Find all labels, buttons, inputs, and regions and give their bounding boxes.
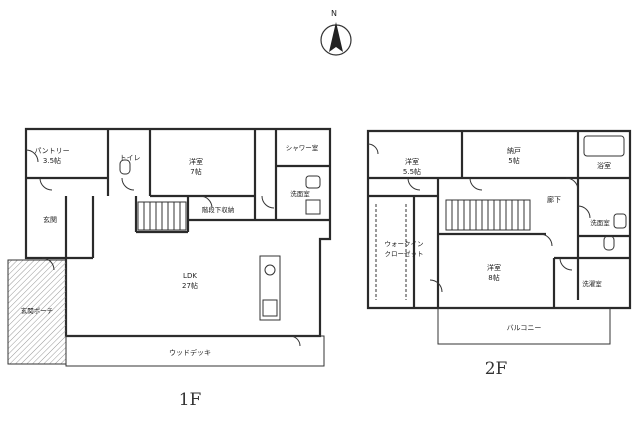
1f-interior-walls	[26, 129, 330, 260]
2f-doors	[367, 143, 591, 293]
2f-labels: 洋室 5.5帖 納戸 5帖 浴室 廊下 洗面室 ウォークイン クローゼット 洋室…	[385, 146, 612, 332]
corridor-label: 廊下	[547, 195, 561, 204]
western-room-size: 7帖	[190, 167, 201, 176]
pantry-label: パントリー	[34, 147, 69, 155]
washbasin-icon	[305, 175, 321, 189]
2f-interior-walls	[368, 131, 630, 308]
sink-icon	[264, 264, 276, 276]
western-room-label: 洋室	[189, 157, 203, 166]
1f-stairs	[137, 201, 187, 231]
ldk-label: LDK	[183, 272, 197, 280]
bathtub-icon	[583, 135, 625, 157]
compass-label: N	[331, 9, 337, 18]
1f-labels: パントリー 3.5帖 トイレ 洋室 7帖 シャワー室 洗面室 階段下収納 玄関 …	[21, 143, 319, 357]
laundry-label: 洗濯室	[582, 279, 602, 288]
balcony	[437, 307, 611, 345]
western-b-label: 洋室	[487, 263, 501, 272]
1f-fixtures	[119, 159, 321, 321]
washroom-label: 洗面室	[290, 189, 310, 198]
pantry-size: 3.5帖	[43, 156, 61, 165]
under-stairs-label: 階段下収納	[202, 205, 235, 214]
western-b-size: 8帖	[488, 273, 499, 282]
western-a-size: 5.5帖	[403, 167, 421, 176]
2f-stairs	[445, 199, 531, 231]
washer-icon	[305, 199, 321, 215]
deck-label: ウッドデッキ	[169, 348, 211, 357]
1f-doors	[25, 149, 301, 347]
north-arrow-icon	[329, 22, 343, 52]
entrance-label: 玄関	[43, 215, 57, 224]
floor-1f: パントリー 3.5帖 トイレ 洋室 7帖 シャワー室 洗面室 階段下収納 玄関 …	[7, 127, 332, 410]
toilet-icon	[119, 159, 131, 175]
storage-label: 納戸	[507, 146, 521, 155]
wood-deck	[65, 335, 325, 367]
wic-shelves	[375, 204, 407, 300]
balcony-label: バルコニー	[507, 324, 542, 332]
wic-label-2: クローゼット	[385, 249, 424, 258]
storage-size: 5帖	[508, 156, 519, 165]
2f-outer-wall	[366, 129, 632, 310]
ldk-size: 27帖	[182, 281, 198, 290]
bath-label: 浴室	[597, 161, 611, 170]
washbasin-2f-icon	[613, 213, 627, 229]
toilet-2f-icon	[603, 235, 615, 251]
entrance-porch	[7, 259, 67, 365]
compass: N	[320, 9, 352, 56]
shower-label: シャワー室	[286, 143, 319, 152]
western-a-label: 洋室	[405, 157, 419, 166]
washroom-2f-label: 洗面室	[590, 218, 610, 227]
floor-2f-label: 2F	[485, 359, 508, 379]
kitchen-counter	[259, 255, 281, 321]
2f-fixtures	[583, 135, 627, 251]
porch-label: 玄関ポーチ	[21, 306, 54, 315]
stove-icon	[262, 299, 278, 317]
wic-label-1: ウォークイン	[385, 240, 424, 248]
floor-2f: 洋室 5.5帖 納戸 5帖 浴室 廊下 洗面室 ウォークイン クローゼット 洋室…	[366, 129, 632, 379]
floor-1f-label: 1F	[179, 390, 202, 410]
toilet-label: トイレ	[120, 154, 141, 162]
